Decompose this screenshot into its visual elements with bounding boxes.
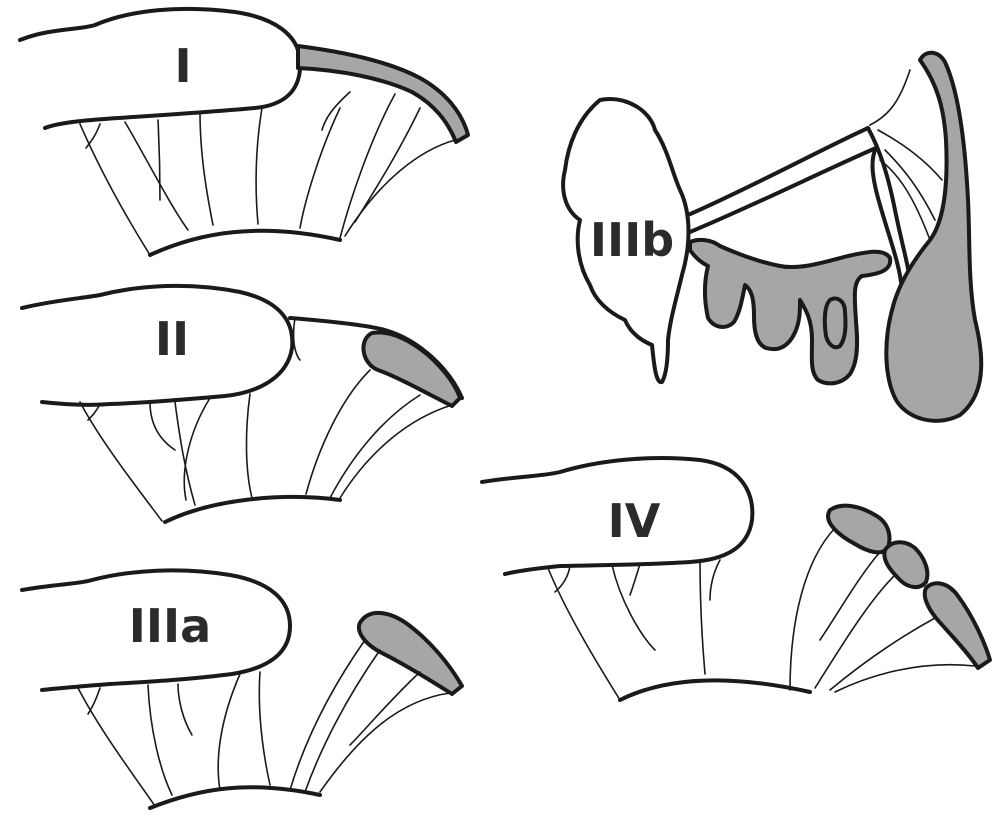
panel-iiib-striped-band-outer <box>688 128 868 215</box>
panel-iiib-label: IIIb <box>590 213 674 267</box>
panel-ii-label: II <box>155 312 189 366</box>
panel-iv-shaded-segments <box>828 506 990 668</box>
panel-iiib-spiral <box>690 240 890 383</box>
panel-iv-segment-3 <box>925 583 990 668</box>
panel-iiia-bottom-arc <box>150 787 320 808</box>
panel-i-bottom-arc <box>150 231 340 255</box>
panel-iiib-striped-band-inner <box>690 148 876 232</box>
panel-i-lobe <box>20 9 300 128</box>
panel-iv-label: IV <box>608 494 661 548</box>
panel-iiib: IIIb <box>563 53 981 421</box>
panel-iv-segment-1 <box>828 506 889 553</box>
panel-i: I <box>20 9 468 255</box>
panel-ii-bottom-arc <box>165 497 340 522</box>
panel-iiia: IIIa <box>22 570 462 808</box>
panel-iiia-label: IIIa <box>129 599 211 653</box>
panel-iv-bottom-arc <box>620 680 810 700</box>
panel-i-label: I <box>174 39 191 93</box>
panel-iv: IV <box>482 458 990 700</box>
panel-ii: II <box>22 286 462 522</box>
